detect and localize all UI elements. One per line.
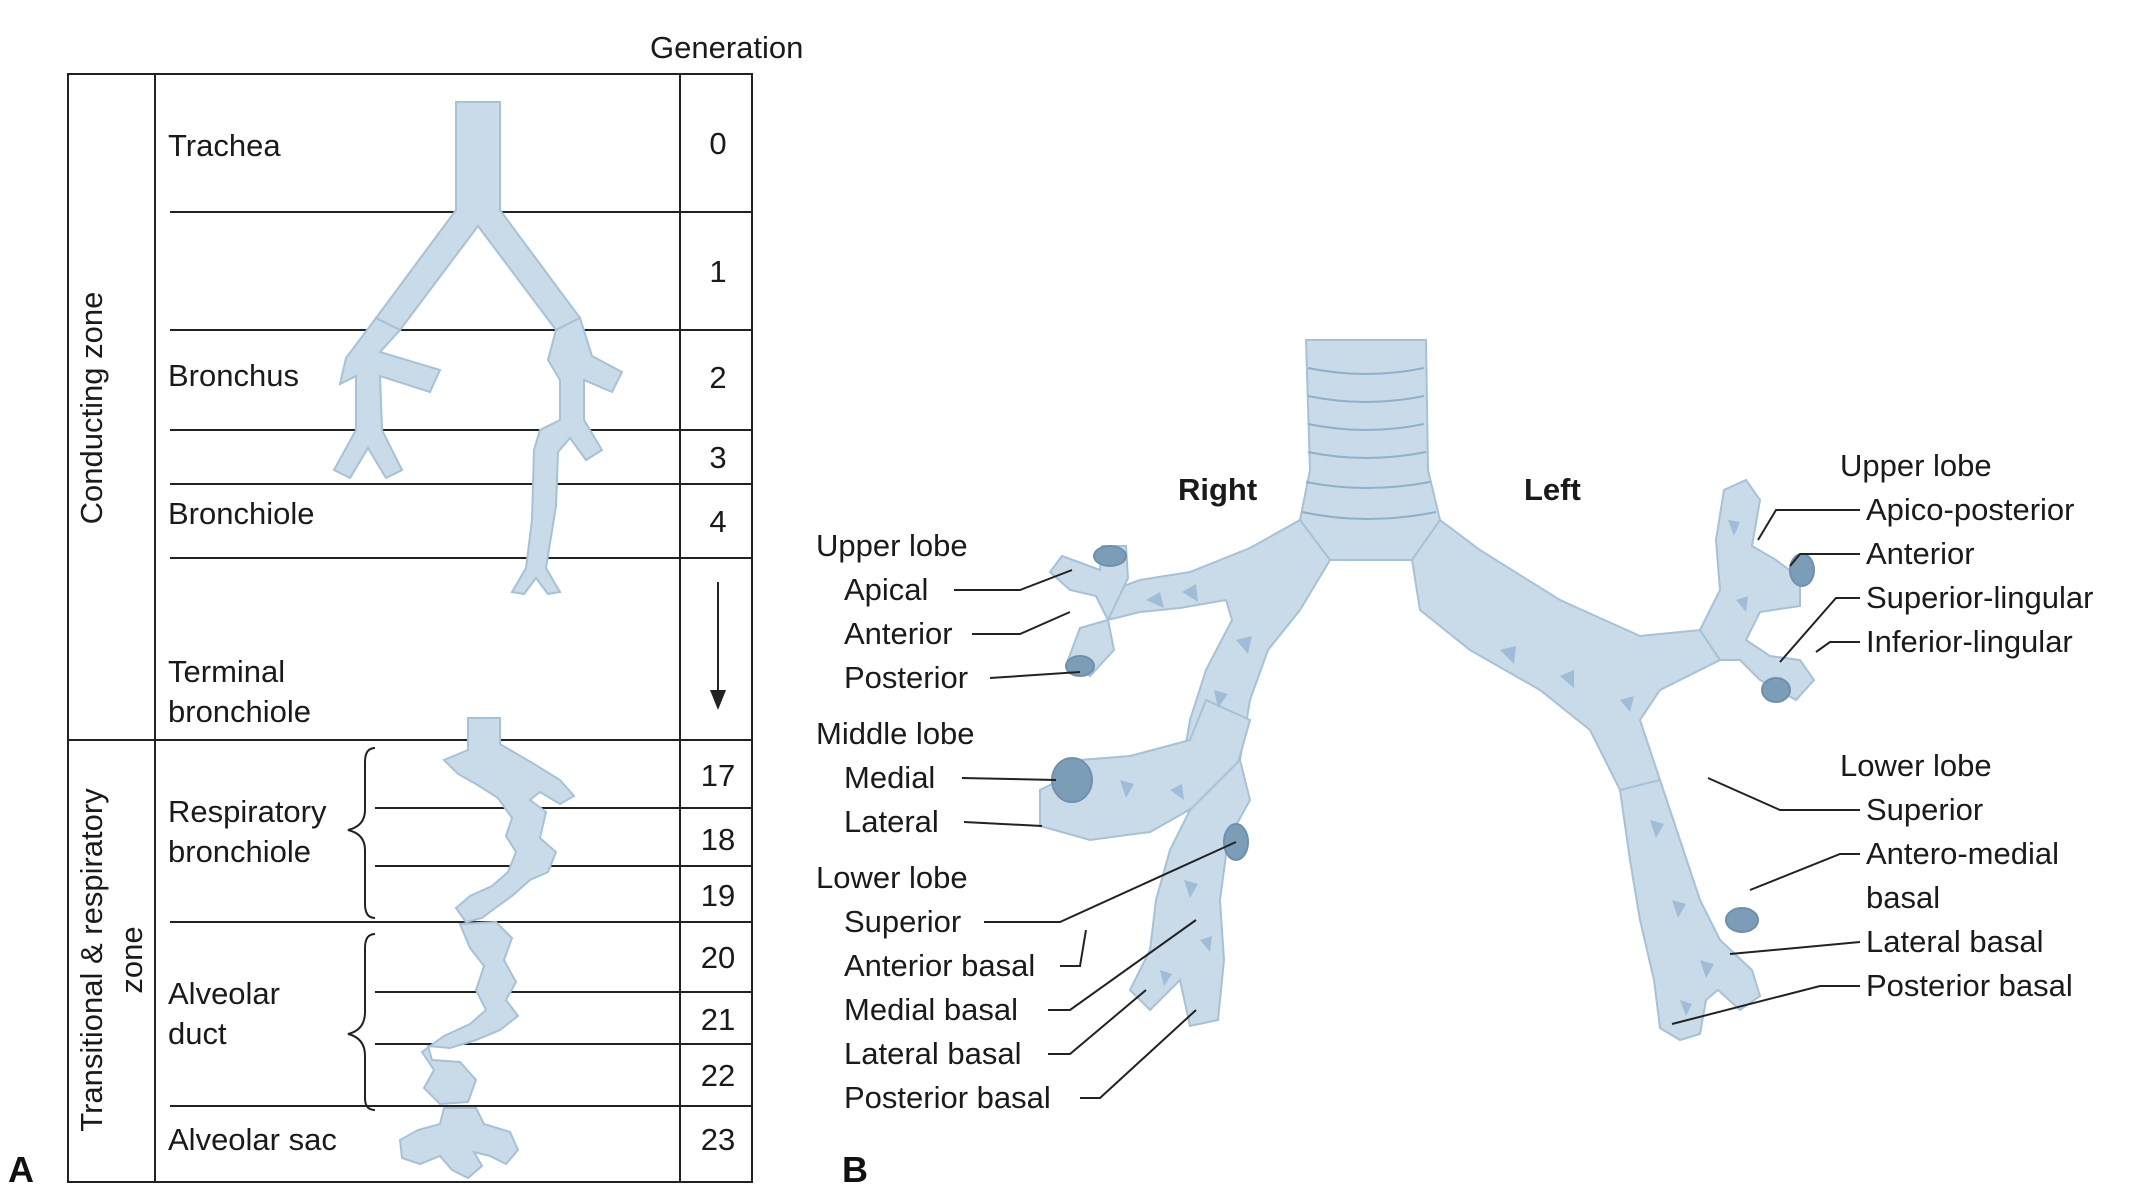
generation-18: 18 <box>701 822 735 857</box>
label-alveolar-duct-line2: duct <box>168 1016 227 1051</box>
apical-opening <box>1093 545 1127 567</box>
right-middle-lobe-label: Middle lobe <box>816 716 975 751</box>
generation-2: 2 <box>709 360 726 395</box>
panel-b: Right Left <box>816 339 2093 1187</box>
generation-17: 17 <box>701 758 735 793</box>
posterior-opening <box>1065 655 1095 677</box>
generation-0: 0 <box>709 126 726 161</box>
label-bronchus: Bronchus <box>168 358 299 393</box>
right-apical-label: Apical <box>844 572 928 607</box>
bronchial-tree-b <box>1039 339 1816 1042</box>
right-leader-lines <box>954 569 1237 1099</box>
generation-4: 4 <box>709 504 726 539</box>
anterior-opening-left <box>1789 553 1815 587</box>
right-posterior-label: Posterior <box>844 660 968 695</box>
generation-1: 1 <box>709 254 726 289</box>
label-trachea: Trachea <box>168 128 281 163</box>
medial-opening <box>1051 757 1093 803</box>
transitional-zone-label-line1: Transitional & respiratory <box>74 788 109 1132</box>
inferior-lingular-opening <box>1761 677 1791 703</box>
right-medial-label: Medial <box>844 760 935 795</box>
right-anterior-label: Anterior <box>844 616 953 651</box>
left-lower-lobe <box>1618 778 1762 1042</box>
alveolar-sac-shape <box>398 1107 520 1180</box>
airway-tree-a <box>332 101 624 1180</box>
right-medial-basal-label: Medial basal <box>844 992 1018 1027</box>
conducting-zone-label: Conducting zone <box>74 292 109 525</box>
right-main-bronchus <box>1094 518 1332 792</box>
left-antero-medial-basal-label-line2: basal <box>1866 880 1940 915</box>
table-frame <box>67 73 753 1183</box>
generation-header: Generation <box>650 30 803 65</box>
right-anterior-basal-label: Anterior basal <box>844 948 1035 983</box>
trachea-rings <box>1301 367 1437 520</box>
transitional-zone-label-line2: zone <box>114 926 149 993</box>
label-alveolar-duct-line1: Alveolar <box>168 976 280 1011</box>
left-anterior-label: Anterior <box>1866 536 1975 571</box>
bronchus-right-shape <box>510 316 624 596</box>
label-alveolar-sac: Alveolar sac <box>168 1122 337 1157</box>
left-superior-lingular-label: Superior-lingular <box>1866 580 2093 615</box>
generation-3: 3 <box>709 440 726 475</box>
cartilage-plates <box>1120 520 1748 1016</box>
continuation-arrow-head <box>710 690 726 710</box>
left-lateral-basal-label: Lateral basal <box>1866 924 2044 959</box>
left-main-bronchus <box>1410 518 1722 792</box>
right-lower-lobe-label: Lower lobe <box>816 860 968 895</box>
trachea-shape <box>374 101 582 332</box>
panel-letter-b: B <box>842 1149 868 1187</box>
antero-medial-opening <box>1725 907 1759 933</box>
generation-22: 22 <box>701 1058 735 1093</box>
right-lateral-label: Lateral <box>844 804 939 839</box>
label-bronchiole: Bronchiole <box>168 496 314 531</box>
label-respiratory-bronchiole-line1: Respiratory <box>168 794 327 829</box>
respiratory-bronchiole-shape <box>442 717 576 924</box>
panel-letter-a: A <box>8 1149 34 1187</box>
alveolar-duct-shape <box>420 920 520 1106</box>
right-posterior-basal-label: Posterior basal <box>844 1080 1051 1115</box>
right-lateral-basal-label: Lateral basal <box>844 1036 1022 1071</box>
panel-a: Generation Conducting zone Transitional … <box>8 30 803 1187</box>
generation-20: 20 <box>701 940 735 975</box>
generation-21: 21 <box>701 1002 735 1037</box>
label-terminal-bronchiole-line2: bronchiole <box>168 694 311 729</box>
left-lower-lobe-label: Lower lobe <box>1840 748 1992 783</box>
side-label-right: Right <box>1178 472 1257 507</box>
left-apico-posterior-label: Apico-posterior <box>1866 492 2074 527</box>
label-respiratory-bronchiole-line2: bronchiole <box>168 834 311 869</box>
generation-23: 23 <box>701 1122 735 1157</box>
left-inferior-lingular-label: Inferior-lingular <box>1866 624 2073 659</box>
left-upper-lobe <box>1698 478 1816 702</box>
left-posterior-basal-label: Posterior basal <box>1866 968 2073 1003</box>
generation-19: 19 <box>701 878 735 913</box>
right-upper-lobe-label: Upper lobe <box>816 528 968 563</box>
side-label-left: Left <box>1524 472 1581 507</box>
respiratory-brace <box>347 747 376 919</box>
left-upper-lobe-label: Upper lobe <box>1840 448 1992 483</box>
label-terminal-bronchiole-line1: Terminal <box>168 654 285 689</box>
left-superior-label: Superior <box>1866 792 1983 827</box>
left-antero-medial-basal-label-line1: Antero-medial <box>1866 836 2059 871</box>
right-superior-label: Superior <box>844 904 961 939</box>
left-leader-lines <box>1671 509 1861 1025</box>
bronchus-left-shape <box>332 316 442 480</box>
alveolar-duct-brace <box>347 933 376 1111</box>
